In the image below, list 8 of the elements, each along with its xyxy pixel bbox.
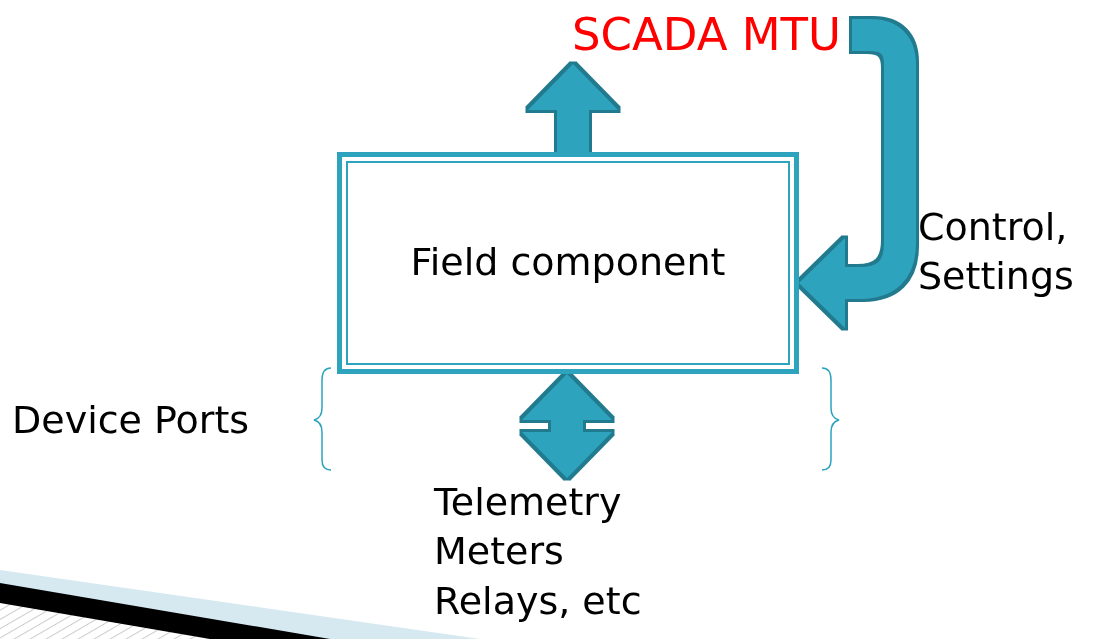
side-label: Device Ports [12,397,250,444]
block-arrow [528,64,618,152]
block-arrow [522,374,612,478]
node-text: Telemetry Meters Relays, etc [434,479,643,625]
edge-label: Control, Settings [918,204,1075,301]
process-box [337,152,799,374]
node-text: Field component [410,239,726,287]
node-text: SCADA MTU [572,7,841,63]
